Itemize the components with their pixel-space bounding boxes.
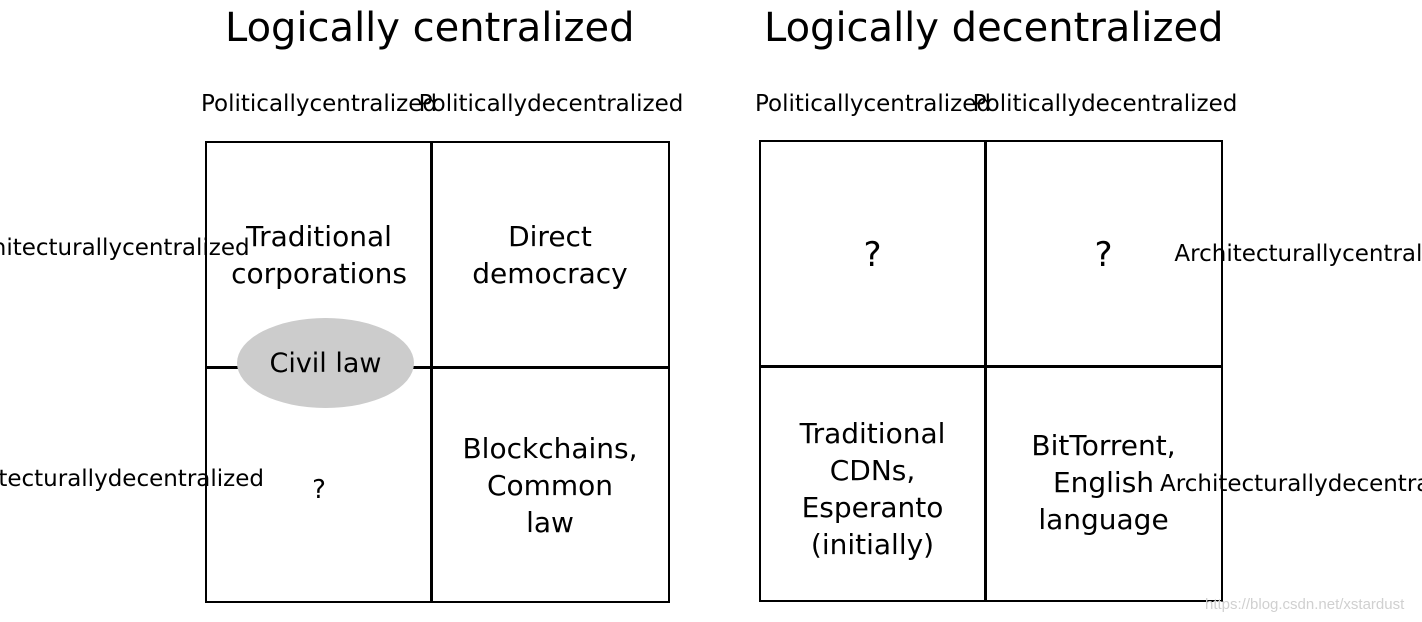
left-grid <box>205 141 670 603</box>
cell-line: corporations <box>231 257 407 290</box>
label-line: Architecturally <box>1160 471 1328 497</box>
right-col-label-political-centralized: Politically centralized <box>755 74 991 134</box>
left-grid-vertical-divider <box>430 141 433 603</box>
cell-line: ? <box>1094 235 1113 275</box>
label-line: Politically <box>972 91 1082 117</box>
label-line: centralized <box>122 235 250 261</box>
cell-line: ? <box>863 235 882 275</box>
cell-line: democracy <box>472 257 628 290</box>
left-title: Logically centralized <box>225 5 635 51</box>
cell-line: Common <box>486 469 614 502</box>
left-cell-top-right: Direct democracy <box>432 200 668 310</box>
left-cell-bottom-left: ? <box>207 460 431 520</box>
cell-line: Traditional <box>799 417 946 450</box>
label-line: centralized <box>309 91 437 117</box>
right-cell-top-right: ? <box>986 230 1221 280</box>
right-col-label-political-decentralized: Politically decentralized <box>973 74 1238 134</box>
right-cell-top-left: ? <box>761 230 984 280</box>
right-grid-vertical-divider <box>984 140 987 602</box>
label-line: Politically <box>418 91 528 117</box>
label-line: centralized <box>1342 241 1422 267</box>
left-row-label-arch-decentralized: Architecturally decentralized <box>0 449 264 509</box>
oval-label: Civil law <box>269 347 382 379</box>
watermark: https://blog.csdn.net/xstardust <box>1205 596 1405 613</box>
left-row-label-arch-centralized: Architecturally centralized <box>0 218 250 278</box>
right-row-label-arch-centralized: Architecturally centralized <box>1174 224 1422 284</box>
cell-line: ? <box>312 474 326 505</box>
left-col-label-political-centralized: Politically centralized <box>201 74 437 134</box>
cell-line: Traditional <box>246 220 392 253</box>
label-line: decentralized <box>107 466 264 492</box>
left-grid-horizontal-divider <box>205 366 670 369</box>
left-col-label-political-decentralized: Politically decentralized <box>419 74 684 134</box>
label-line: Politically <box>755 91 864 117</box>
right-grid <box>759 140 1223 602</box>
cell-line: language <box>1038 502 1169 536</box>
label-line: Architecturally <box>0 466 108 492</box>
right-title: Logically decentralized <box>764 5 1224 51</box>
cell-line: Blockchains, <box>462 432 638 465</box>
label-line: decentralized <box>527 91 684 117</box>
right-cell-bottom-right: BitTorrent, English language <box>986 426 1221 538</box>
left-cell-top-left: Traditional corporations <box>207 200 431 310</box>
cell-line: English <box>1052 465 1155 499</box>
label-line: centralized <box>863 91 991 117</box>
cell-line: Direct <box>508 220 592 253</box>
civil-law-oval: Civil law <box>237 318 414 408</box>
cell-line: Esperanto <box>801 491 944 524</box>
label-line: Architecturally <box>0 235 123 261</box>
cell-line: (initially) <box>810 528 935 561</box>
label-line: decentralized <box>1327 471 1422 497</box>
right-grid-horizontal-divider <box>759 365 1223 368</box>
cell-line: law <box>526 506 574 539</box>
right-row-label-arch-decentralized: Architecturally decentralized <box>1160 454 1422 514</box>
label-line: Architecturally <box>1174 241 1343 267</box>
cell-line: BitTorrent, <box>1031 428 1176 462</box>
cell-line: CDNs, <box>829 454 916 487</box>
left-cell-bottom-right: Blockchains, Common law <box>432 428 668 543</box>
label-line: decentralized <box>1081 91 1238 117</box>
right-cell-bottom-left: Traditional CDNs, Esperanto (initially) <box>761 414 984 564</box>
label-line: Politically <box>201 91 310 117</box>
